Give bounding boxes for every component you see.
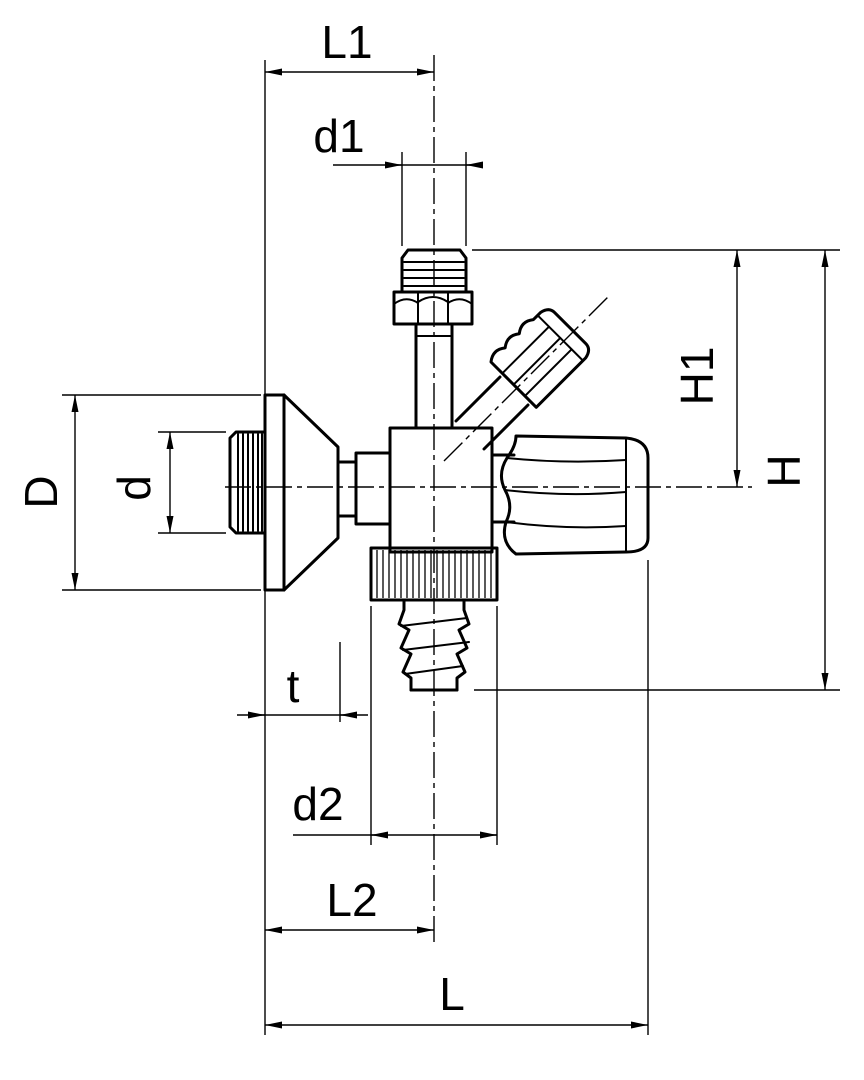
dim-label-d1: d1 — [313, 110, 364, 162]
wall-flange-cone — [282, 393, 340, 592]
hose-barb-left-profile — [397, 598, 413, 692]
hose-barb-ribs — [400, 617, 470, 675]
wall-thread-stub — [228, 430, 267, 535]
dim-label-d2: d2 — [292, 778, 343, 830]
compression-nut-facets — [417, 291, 449, 325]
diagonal-outlet-neck — [454, 375, 530, 451]
left-connector — [354, 451, 392, 526]
d2-extension-lines — [370, 606, 498, 845]
dim-label-L: L — [439, 968, 465, 1020]
wall-thread-lines — [237, 433, 263, 532]
dimension-labels: L1 d1 D d H1 H t d2 L2 L — [15, 16, 810, 1020]
handwheel-grip-lines — [504, 457, 627, 529]
valve-main-body — [388, 426, 494, 554]
top-thread-lines — [403, 261, 465, 287]
diagonal-knurled-cap — [489, 308, 591, 409]
inlet-pipe — [414, 322, 454, 430]
compression-nut-chamfers — [393, 296, 473, 305]
dim-label-H1: H1 — [671, 347, 723, 406]
diagonal-cap-outline — [489, 308, 591, 409]
dim-label-t: t — [287, 660, 300, 712]
dim-label-d: d — [108, 475, 160, 501]
wall-flange-rim — [263, 393, 286, 592]
union-nut-outline — [369, 546, 499, 602]
dim-label-H: H — [758, 454, 810, 487]
dim-label-D: D — [15, 475, 67, 508]
dim-label-L1: L1 — [321, 16, 372, 68]
diagonal-cap-grooves — [502, 325, 573, 396]
centerlines — [225, 55, 752, 945]
compression-nut-outline — [392, 290, 474, 326]
hose-barb-right-profile — [455, 598, 471, 692]
d-extension-lines — [158, 431, 226, 534]
diagonal-centerline — [443, 296, 609, 462]
dimension-lines — [71, 68, 829, 1029]
flange-neck — [336, 460, 358, 518]
D-extension-lines — [62, 394, 261, 591]
dim-label-L2: L2 — [326, 874, 377, 926]
union-nut-knurling — [376, 550, 492, 598]
valve-body-outline — [228, 248, 650, 692]
extension-lines — [62, 60, 840, 1035]
